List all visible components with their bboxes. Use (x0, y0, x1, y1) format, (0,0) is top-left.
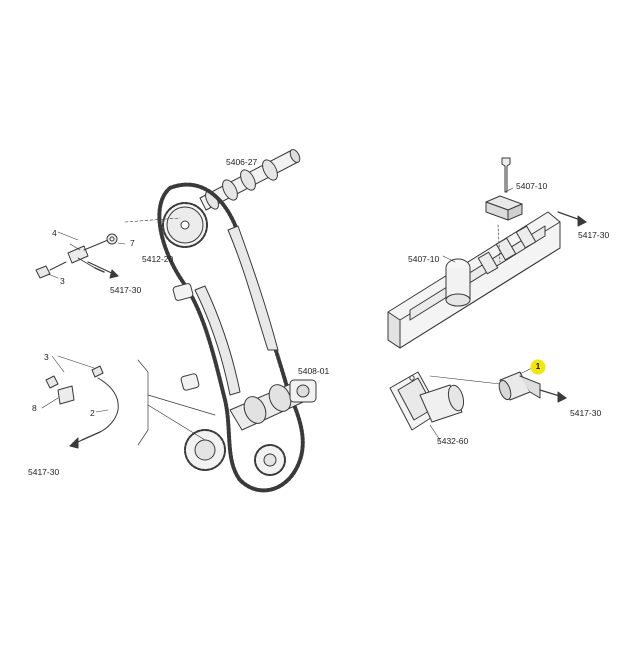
callout-3-upper: 3 (60, 276, 65, 286)
left-upper-sensor (35, 233, 118, 279)
callout-7: 7 (130, 238, 135, 248)
thermostat-part (389, 371, 501, 441)
label-cover-bracket: 5407-10 (516, 181, 548, 191)
callout-2: 2 (90, 408, 95, 418)
label-thermostat: 5432-60 (437, 436, 469, 446)
cam-sprocket (162, 202, 208, 248)
callout-1-highlight (530, 359, 546, 375)
camshaft-part (199, 149, 301, 211)
label-chain-tensioner: 5408-01 (298, 366, 330, 376)
left-upper-leaders (47, 217, 181, 279)
valve-cover-part (387, 211, 561, 349)
label-camshaft: 5406-27 (226, 157, 258, 167)
left-lower-leaders (41, 355, 109, 413)
detail-bracket (137, 359, 216, 446)
label-ref-left-bottom: 5417-30 (28, 467, 60, 477)
label-valve-cover: 5407-10 (408, 254, 440, 264)
chain-guide-part (172, 225, 279, 396)
left-lower-sensor (45, 365, 119, 449)
callout-8: 8 (32, 403, 37, 413)
crank-gears (184, 379, 317, 476)
callout-1: 1 (535, 362, 541, 371)
temperature-sensor-part (498, 367, 567, 403)
callout-4: 4 (52, 228, 57, 238)
label-chain-guide: 5412-20 (142, 254, 174, 264)
label-ref-left-top: 5417-30 (110, 285, 142, 295)
valve-cover-leaders (442, 187, 514, 263)
callout-3-lower: 3 (44, 352, 49, 362)
label-ref-right-bottom: 5417-30 (570, 408, 602, 418)
label-ref-right-top: 5417-30 (578, 230, 610, 240)
cover-bracket-part (485, 157, 523, 263)
